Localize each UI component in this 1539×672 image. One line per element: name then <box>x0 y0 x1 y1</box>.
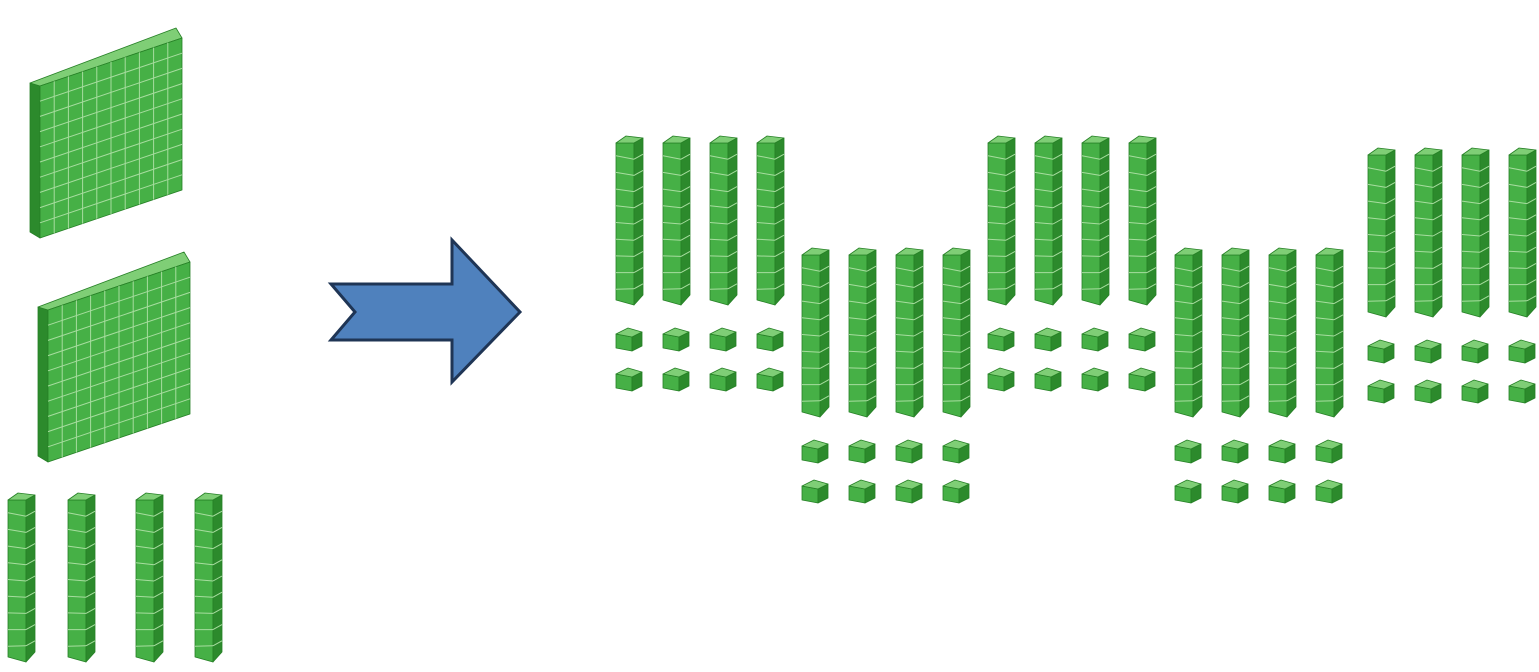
unit-cube <box>1315 479 1343 504</box>
unit-cube <box>1461 379 1489 404</box>
unit-cube <box>1508 339 1536 364</box>
ten-rod-3 <box>135 492 164 663</box>
unit-cube <box>615 327 643 352</box>
ten-rod <box>1414 147 1443 318</box>
unit-cube <box>662 327 690 352</box>
unit-cube <box>848 439 876 464</box>
unit-cube <box>987 327 1015 352</box>
ten-rod <box>895 247 924 418</box>
regroup-set-2 <box>801 247 971 504</box>
unit-cube <box>848 479 876 504</box>
unit-cube <box>987 367 1015 392</box>
unit-cube <box>1414 339 1442 364</box>
ten-rod <box>1221 247 1250 418</box>
unit-cube <box>1081 327 1109 352</box>
unit-cube <box>1221 479 1249 504</box>
ten-rod <box>1367 147 1396 318</box>
unit-cube <box>1034 367 1062 392</box>
unit-cube <box>801 479 829 504</box>
unit-cube <box>895 479 923 504</box>
ten-rod <box>662 135 691 306</box>
unit-cube <box>756 367 784 392</box>
unit-cube <box>1268 479 1296 504</box>
ten-rod <box>1128 135 1157 306</box>
unit-cube <box>1315 439 1343 464</box>
hundred-flat-2 <box>37 251 191 463</box>
unit-cube <box>1367 379 1395 404</box>
unit-cube <box>1174 439 1202 464</box>
hundred-flat-1 <box>29 27 183 239</box>
unit-cube <box>1081 367 1109 392</box>
ten-rod <box>848 247 877 418</box>
ten-rod <box>1461 147 1490 318</box>
ten-rod <box>1315 247 1344 418</box>
unit-cube <box>895 439 923 464</box>
unit-cube <box>1034 327 1062 352</box>
ten-rod <box>756 135 785 306</box>
unit-cube <box>756 327 784 352</box>
ten-rod <box>987 135 1016 306</box>
regroup-set-1 <box>615 135 785 392</box>
ten-rod <box>801 247 830 418</box>
right-arrow-icon <box>327 236 523 386</box>
ten-rod <box>1268 247 1297 418</box>
unit-cube <box>942 439 970 464</box>
unit-cube <box>942 479 970 504</box>
unit-cube <box>615 367 643 392</box>
unit-cube <box>1128 367 1156 392</box>
unit-cube <box>1268 439 1296 464</box>
regroup-set-4 <box>1174 247 1344 504</box>
unit-cube <box>709 327 737 352</box>
unit-cube <box>1461 339 1489 364</box>
unit-cube <box>1221 439 1249 464</box>
unit-cube <box>1414 379 1442 404</box>
ten-rod <box>1034 135 1063 306</box>
unit-cube <box>662 367 690 392</box>
ten-rod <box>1174 247 1203 418</box>
ten-rod <box>942 247 971 418</box>
regroup-set-3 <box>987 135 1157 392</box>
unit-cube <box>1174 479 1202 504</box>
unit-cube <box>709 367 737 392</box>
arrow-area <box>327 236 523 386</box>
unit-cube <box>1128 327 1156 352</box>
ten-rod <box>1081 135 1110 306</box>
starting-blocks <box>7 27 223 663</box>
regroup-set-5 <box>1367 147 1537 404</box>
ten-rod-4 <box>194 492 223 663</box>
ten-rod <box>709 135 738 306</box>
ten-rod <box>615 135 644 306</box>
regrouped-blocks <box>615 135 1537 504</box>
ten-rod-2 <box>67 492 96 663</box>
unit-cube <box>1508 379 1536 404</box>
ten-rod-1 <box>7 492 36 663</box>
ten-rod <box>1508 147 1537 318</box>
unit-cube <box>801 439 829 464</box>
unit-cube <box>1367 339 1395 364</box>
